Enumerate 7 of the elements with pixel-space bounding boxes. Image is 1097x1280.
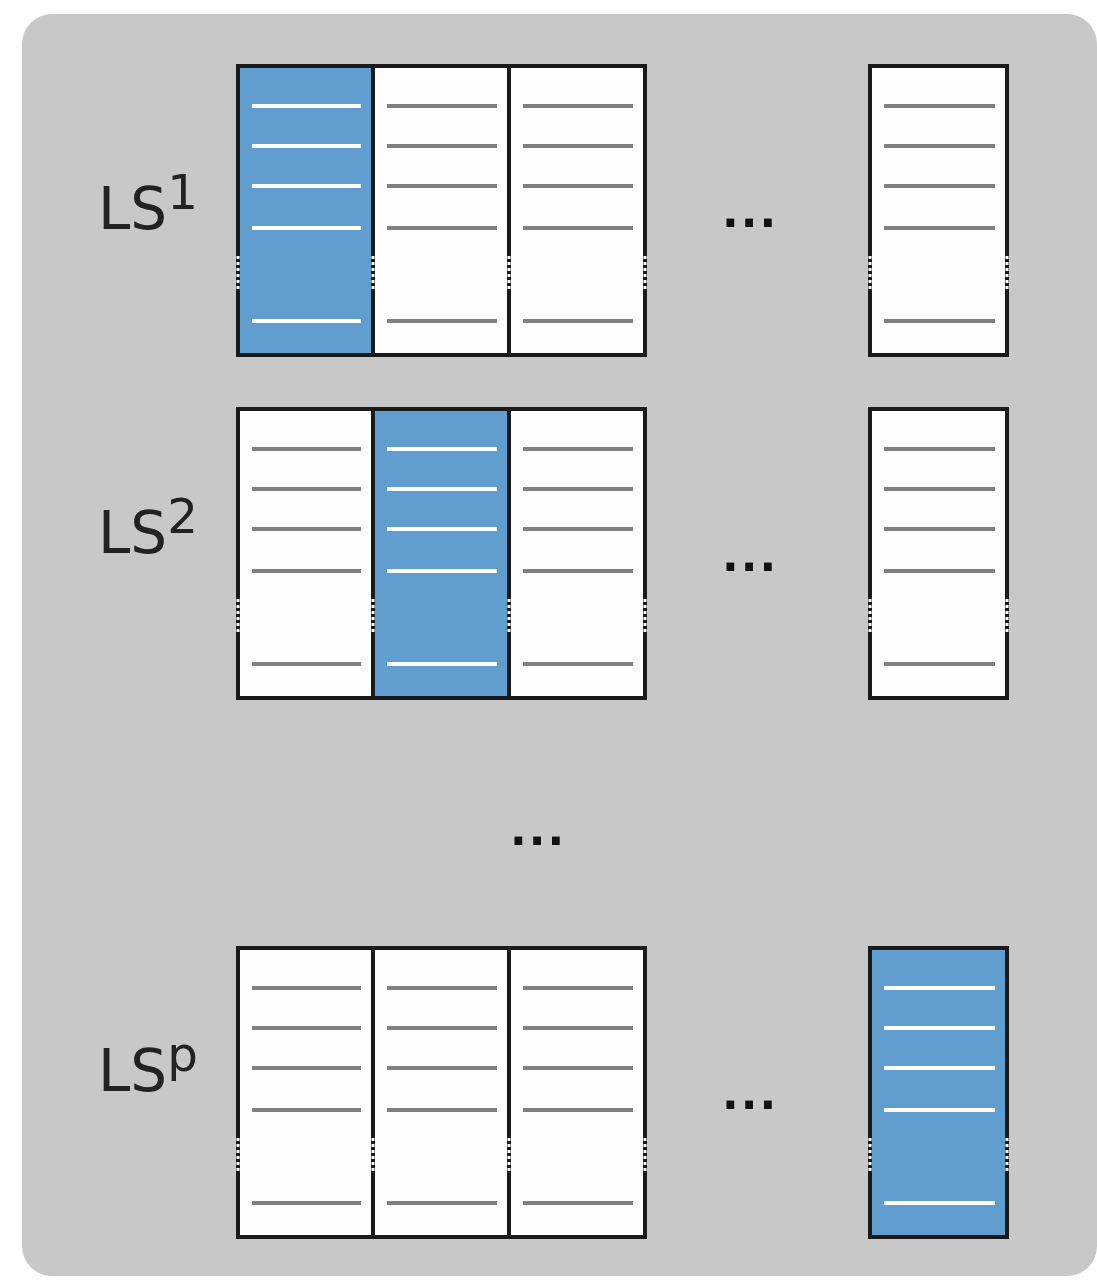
ellipsis: ...	[722, 534, 779, 578]
row-label: LS$^{p}$	[98, 1030, 198, 1101]
ellipsis: ...	[722, 1072, 779, 1116]
ellipsis: ...	[510, 808, 567, 852]
ellipsis: ...	[722, 190, 779, 234]
row-label: LS$^{1}$	[98, 168, 198, 239]
row-label: LS$^{2}$	[98, 492, 198, 563]
